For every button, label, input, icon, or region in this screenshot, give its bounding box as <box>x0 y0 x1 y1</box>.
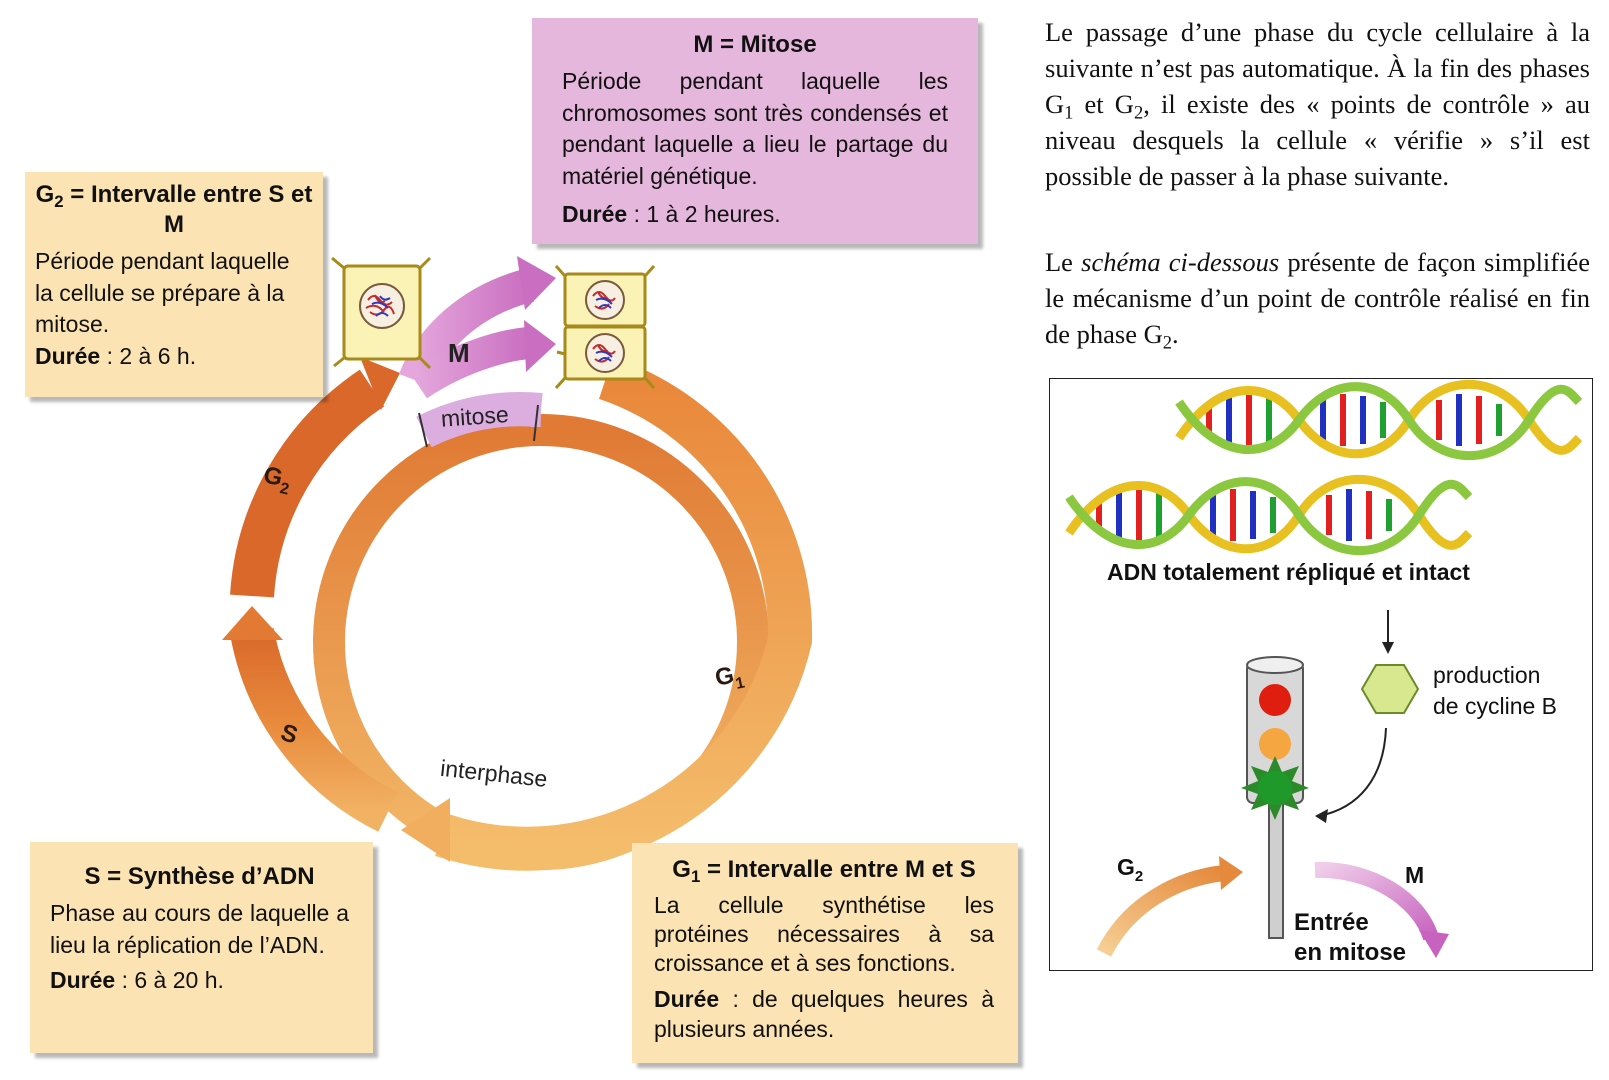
s-text: Phase au cours de laquelle a lieu la rép… <box>50 900 349 958</box>
s-duration: Durée : 6 à 20 h. <box>50 967 224 994</box>
mitosis-duration: Durée : 1 à 2 heures. <box>562 200 781 227</box>
orange-light-icon <box>1259 728 1291 760</box>
dna-helix-lower <box>1065 474 1473 556</box>
label-mitose: mitose <box>440 401 509 432</box>
green-light-icon <box>1258 771 1292 805</box>
g1-title: G1 = Intervalle entre M et S <box>672 856 976 887</box>
label-g2: G2 <box>260 462 294 499</box>
dividing-cells <box>554 264 656 390</box>
dna-label: ADN totalement répliqué et intact <box>1107 559 1470 585</box>
label-m: M <box>448 338 470 368</box>
dna-helix-upper <box>1175 379 1583 461</box>
label-interphase: interphase <box>439 755 549 792</box>
s-box: S = Synthèse d’ADN Phase au cours de laq… <box>30 842 373 1053</box>
mitosis-title: M = Mitose <box>693 31 817 58</box>
label-s: S <box>277 719 301 750</box>
cyclin-label: production de cycline B <box>1433 662 1557 719</box>
mitosis-box: M = Mitose Période pendant laquelle les … <box>532 18 978 244</box>
g2-arrow-label: G2 <box>1117 854 1143 885</box>
red-light-icon <box>1259 684 1291 716</box>
g2-text: Période pendant laquelle la cellule se p… <box>35 248 290 338</box>
s-title: S = Synthèse d’ADN <box>84 863 315 890</box>
g1-box: G1 = Intervalle entre M et S La cellule … <box>632 843 1018 1063</box>
entry-mitosis-label: Entrée en mitose <box>1294 909 1406 966</box>
intro-paragraph: Le passage d’une phase du cycle cellulai… <box>1045 17 1591 192</box>
traffic-light <box>1241 656 1309 939</box>
g1-duration: Durée : de quelques heures à plusieurs a… <box>654 986 994 1043</box>
mitosis-text: Période pendant laquelle les chromosomes… <box>562 68 948 190</box>
outer-cycle-arrows <box>222 256 813 871</box>
checkpoint-graphics: ADN totalement répliqué et intact produc… <box>1065 379 1583 966</box>
g1-text: La cellule synthétise les protéines néce… <box>654 892 994 976</box>
g2-title: G2 = Intervalle entre S et M <box>35 181 313 238</box>
label-g1: G1 <box>713 660 747 697</box>
g2-box: G2 = Intervalle entre S et M Période pen… <box>25 172 323 397</box>
g2-duration: Durée : 2 à 6 h. <box>35 343 197 370</box>
cyclin-b-hexagon <box>1360 664 1420 714</box>
g2-cell <box>331 256 432 370</box>
m-arrow-label: M <box>1405 862 1424 888</box>
schema-paragraph: Le schéma ci-dessous présente de façon s… <box>1045 247 1591 354</box>
